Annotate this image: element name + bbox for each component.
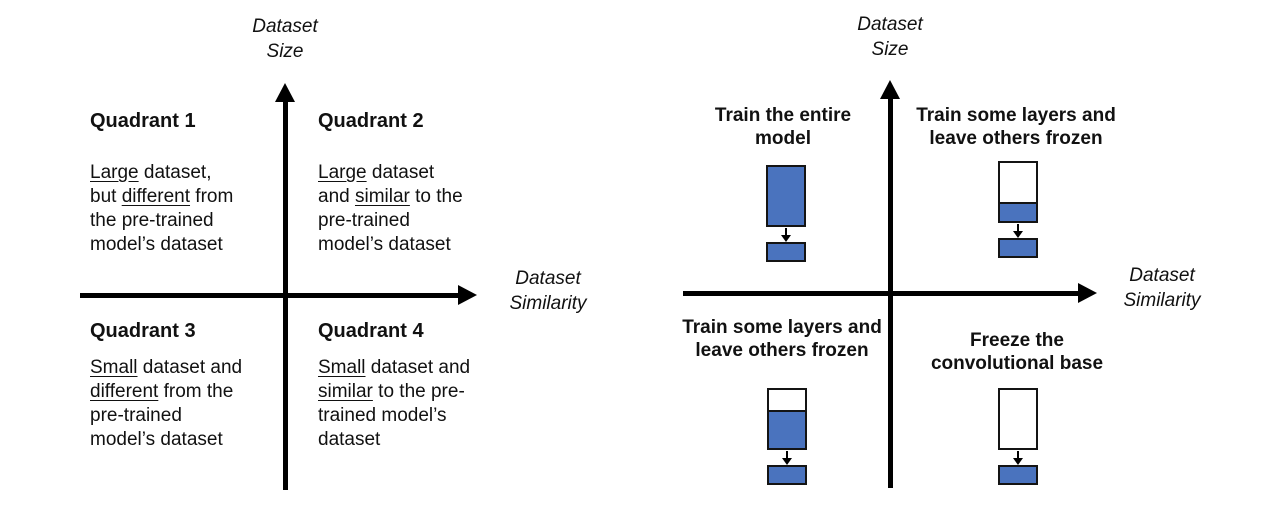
underlined-word: similar xyxy=(354,186,410,207)
trained-layers-fill xyxy=(768,167,804,225)
quadrant-4-title: Quadrant 4 xyxy=(318,320,424,342)
description-text: from the pre-trained model’s dataset xyxy=(90,381,234,450)
model-stack-train-some-top xyxy=(998,161,1038,258)
trained-layers-fill xyxy=(1000,202,1036,221)
right-x-axis-line xyxy=(683,291,1079,296)
left-x-axis-line xyxy=(80,293,459,298)
description-text: to the pre- trained model’s dataset xyxy=(318,381,465,450)
arrow-down-icon xyxy=(781,227,791,242)
model-stack-train-some-bottom xyxy=(767,388,807,485)
conv-base-rect xyxy=(998,161,1038,223)
underlined-word: Small xyxy=(90,357,138,378)
underlined-word: different xyxy=(90,381,159,402)
left-x-axis-arrowhead-icon xyxy=(458,285,477,305)
left-y-axis-arrowhead-icon xyxy=(275,83,295,102)
underlined-word: Large xyxy=(90,162,139,183)
classifier-head-rect xyxy=(766,242,806,262)
description-text: dataset and xyxy=(370,357,471,378)
quadrant-4-description: Small dataset and similar to the pre- tr… xyxy=(318,356,470,452)
arrow-down-icon xyxy=(1013,450,1023,465)
right-y-axis-arrowhead-icon xyxy=(880,80,900,99)
model-stack-train-entire xyxy=(766,165,806,262)
trained-layers-fill xyxy=(769,409,805,448)
conv-base-rect xyxy=(767,388,807,450)
strategy-title-train-some-layers-bottom: Train some layers and leave others froze… xyxy=(682,317,882,361)
description-text: to the pre-trained model’s dataset xyxy=(318,186,463,255)
model-stack-freeze-base xyxy=(998,388,1038,485)
underlined-word: Large xyxy=(318,162,367,183)
conv-base-rect xyxy=(766,165,806,227)
quadrant-1-title: Quadrant 1 xyxy=(90,110,196,132)
description-text: dataset, but xyxy=(90,162,212,207)
underlined-word: Small xyxy=(318,357,366,378)
conv-base-rect xyxy=(998,388,1038,450)
strategy-title-freeze-conv-base: Freeze the convolutional base xyxy=(930,330,1104,374)
left-y-axis-label: Dataset Size xyxy=(252,16,318,62)
right-x-axis-label: Dataset Similarity xyxy=(1123,265,1201,311)
description-text: from the pre-trained model’s dataset xyxy=(90,186,234,255)
quadrant-2-description: Large dataset and similar to the pre-tra… xyxy=(318,161,463,257)
quadrant-1-description: Large dataset, but different from the pr… xyxy=(90,161,233,257)
left-x-axis-label: Dataset Similarity xyxy=(509,268,587,314)
right-x-axis-arrowhead-icon xyxy=(1078,283,1097,303)
classifier-head-rect xyxy=(767,465,807,485)
strategy-title-train-some-layers-top: Train some layers and leave others froze… xyxy=(916,105,1116,149)
arrow-down-icon xyxy=(782,450,792,465)
right-y-axis-label: Dataset Size xyxy=(857,14,923,60)
classifier-head-rect xyxy=(998,238,1038,258)
underlined-word: different xyxy=(121,186,191,207)
strategy-title-train-entire-model: Train the entire model xyxy=(714,105,852,149)
quadrant-3-title: Quadrant 3 xyxy=(90,320,196,342)
description-text: dataset and xyxy=(318,162,435,207)
quadrant-2-title: Quadrant 2 xyxy=(318,110,424,132)
description-text: dataset and xyxy=(142,357,243,378)
quadrant-3-description: Small dataset and different from the pre… xyxy=(90,356,242,452)
classifier-head-rect xyxy=(998,465,1038,485)
underlined-word: similar xyxy=(318,381,373,402)
arrow-down-icon xyxy=(1013,223,1023,238)
